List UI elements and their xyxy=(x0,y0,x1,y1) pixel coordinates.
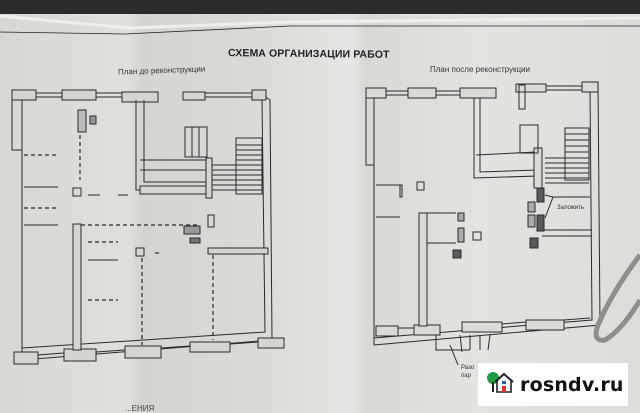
annotation-dismantle: Разо пар xyxy=(461,365,475,379)
watermark-text: rosndv.ru xyxy=(520,373,624,396)
watermark-badge[interactable]: rosndv.ru xyxy=(478,363,628,406)
plan-before xyxy=(11,89,285,365)
plan-after-label: План после реконструкции xyxy=(430,65,531,74)
document-title: СХЕМА ОРГАНИЗАЦИИ РАБОТ xyxy=(227,47,390,61)
house-tree-logo-icon xyxy=(486,370,514,399)
paper-sheet xyxy=(0,14,640,413)
cable xyxy=(593,253,640,343)
plan-after xyxy=(365,81,601,366)
annotation-brick-up: Заложить xyxy=(557,205,585,211)
bottom-caption: ...ЕНИЯ xyxy=(125,404,155,413)
